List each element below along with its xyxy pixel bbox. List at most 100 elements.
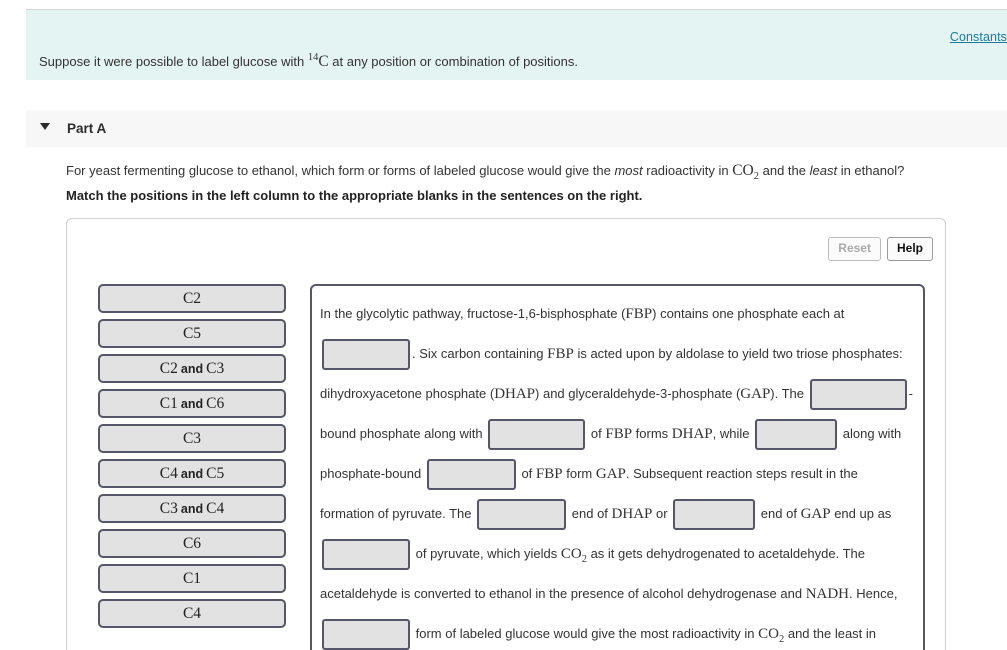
constants-link[interactable]: Constants: [949, 30, 1007, 44]
acronym-fbp: FBP: [535, 466, 563, 482]
bank-item-label-2: C3: [206, 359, 225, 377]
acronym-dhap: DHAP: [494, 386, 536, 402]
intro-text: Suppose it were possible to label glucos…: [39, 52, 578, 72]
drop-blank-5[interactable]: [426, 459, 516, 491]
co2-subscript: 2: [581, 554, 587, 565]
prompt-emphasis-least: least: [809, 163, 838, 178]
acronym-dhap: DHAP: [611, 506, 653, 522]
help-button[interactable]: Help: [886, 237, 933, 261]
sentence-text: In the glycolytic pathway, fructose-1,6-…: [320, 294, 913, 650]
chevron-down-icon[interactable]: [40, 123, 50, 130]
bank-item-label: C2: [182, 289, 202, 307]
bank-item-label-2: C6: [206, 394, 225, 412]
prompt-part-4: in ethanol?: [837, 163, 905, 178]
drop-blank-7[interactable]: [673, 499, 756, 531]
bank-item-label: C4: [182, 604, 202, 622]
sentence-seg-2: ) contains one phosphate each at: [652, 306, 845, 321]
drop-blank-6[interactable]: [477, 499, 567, 531]
isotope-mass-number: 14: [307, 51, 319, 63]
acronym-gap: GAP: [800, 506, 831, 522]
bank-item[interactable]: C3: [98, 424, 286, 453]
isotope-element: C: [318, 53, 329, 70]
sentence-panel: In the glycolytic pathway, fructose-1,6-…: [310, 284, 925, 650]
intro-text-prefix: Suppose it were possible to label glucos…: [39, 54, 308, 69]
bank-item-label: C6: [182, 534, 202, 552]
isotope-label: 14C: [307, 51, 329, 70]
bank-item-label-2: C4: [206, 499, 225, 517]
drop-blank-8[interactable]: [322, 539, 410, 571]
acronym-gap: GAP: [595, 466, 626, 482]
bank-item[interactable]: C4: [98, 599, 286, 628]
sentence-seg-8: of: [590, 426, 606, 441]
co2-formula-prompt: CO2: [732, 162, 760, 183]
bank-item-conjunction: and: [180, 501, 204, 516]
question-instruction: Match the positions in the left column t…: [66, 188, 643, 203]
intro-banner: Constants Suppose it were possible to la…: [26, 9, 1007, 80]
sentence-seg-6: ). The: [770, 386, 805, 401]
sentence-seg-17: end of: [760, 506, 801, 521]
sentence-seg-23: and the least in ethanol.: [787, 626, 877, 641]
drop-blank-1[interactable]: [322, 339, 410, 371]
sentence-seg-18: end up as: [830, 506, 892, 521]
co2-symbol: CO: [758, 626, 779, 642]
page-title: Part A: [67, 121, 107, 136]
activity-toolbar: Reset Help: [828, 237, 933, 261]
sentence-seg-19: of pyruvate, which yields: [415, 546, 561, 561]
prompt-part-2: radioactivity in: [642, 163, 733, 178]
bank-item-conjunction: and: [180, 396, 204, 411]
question-prompt: For yeast fermenting glucose to ethanol,…: [66, 162, 905, 183]
drop-blank-4[interactable]: [755, 419, 838, 451]
prompt-part-3: and the: [759, 163, 810, 178]
acronym-nadh: NADH: [805, 586, 850, 602]
sentence-seg-14: . Subsequent reaction steps result in th…: [320, 466, 858, 521]
bank-item-label: C3: [182, 429, 202, 447]
sentence-seg-12: of: [521, 466, 536, 481]
co2-subscript: 2: [778, 634, 785, 645]
sentence-seg-22: form of labeled glucose would give the m…: [415, 626, 759, 641]
bank-item-label: C2: [159, 359, 178, 377]
acronym-gap: GAP: [740, 386, 771, 402]
sentence-seg-11: along with phosphate-bound: [320, 426, 902, 481]
bank-item-label: C5: [182, 324, 202, 342]
acronym-fbp: FBP: [605, 426, 633, 442]
bank-item[interactable]: C5: [98, 319, 286, 348]
bank-item-label-2: C5: [206, 464, 225, 482]
sentence-seg-1: In the glycolytic pathway, fructose-1,6-…: [320, 306, 626, 321]
bank-item-label: C4: [159, 464, 178, 482]
sentence-seg-4: is acted upon by aldolase to yield two t…: [320, 346, 903, 401]
bank-item[interactable]: C2: [98, 284, 286, 313]
sentence-seg-10: , while: [712, 426, 750, 441]
bank-item-label: C1: [159, 394, 178, 412]
bank-item[interactable]: C6: [98, 529, 286, 558]
bank-item-label: C1: [182, 569, 202, 587]
reset-button[interactable]: Reset: [828, 237, 881, 261]
sentence-seg-20: as it gets dehydrogenated to acetaldehyd…: [320, 546, 865, 601]
co2-formula-a: CO2: [560, 546, 587, 565]
sentence-seg-5: ) and glyceraldehyde-3-phosphate (: [535, 386, 741, 401]
sentence-seg-15: end of: [571, 506, 612, 521]
bank-item-conjunction: and: [180, 466, 204, 481]
sentence-seg-16: or: [652, 506, 668, 521]
bank-item-label: C3: [159, 499, 178, 517]
prompt-part-1: For yeast fermenting glucose to ethanol,…: [66, 163, 615, 178]
drop-blank-9[interactable]: [322, 619, 410, 650]
acronym-fbp: FBP: [547, 346, 574, 362]
co2-symbol: CO: [560, 546, 582, 562]
part-a-header[interactable]: Part A: [26, 110, 1007, 147]
sentence-seg-21: . Hence,: [849, 586, 898, 601]
co2-subscript: 2: [753, 171, 760, 183]
co2-formula-b: CO2: [758, 626, 785, 645]
drop-blank-3[interactable]: [488, 419, 586, 451]
sentence-seg-3: . Six carbon containing: [412, 346, 548, 361]
bank-item[interactable]: C1: [98, 564, 286, 593]
sentence-seg-7: -bound phosphate along with: [320, 386, 913, 441]
acronym-fbp: FBP: [625, 306, 653, 322]
drop-blank-2[interactable]: [809, 379, 907, 411]
